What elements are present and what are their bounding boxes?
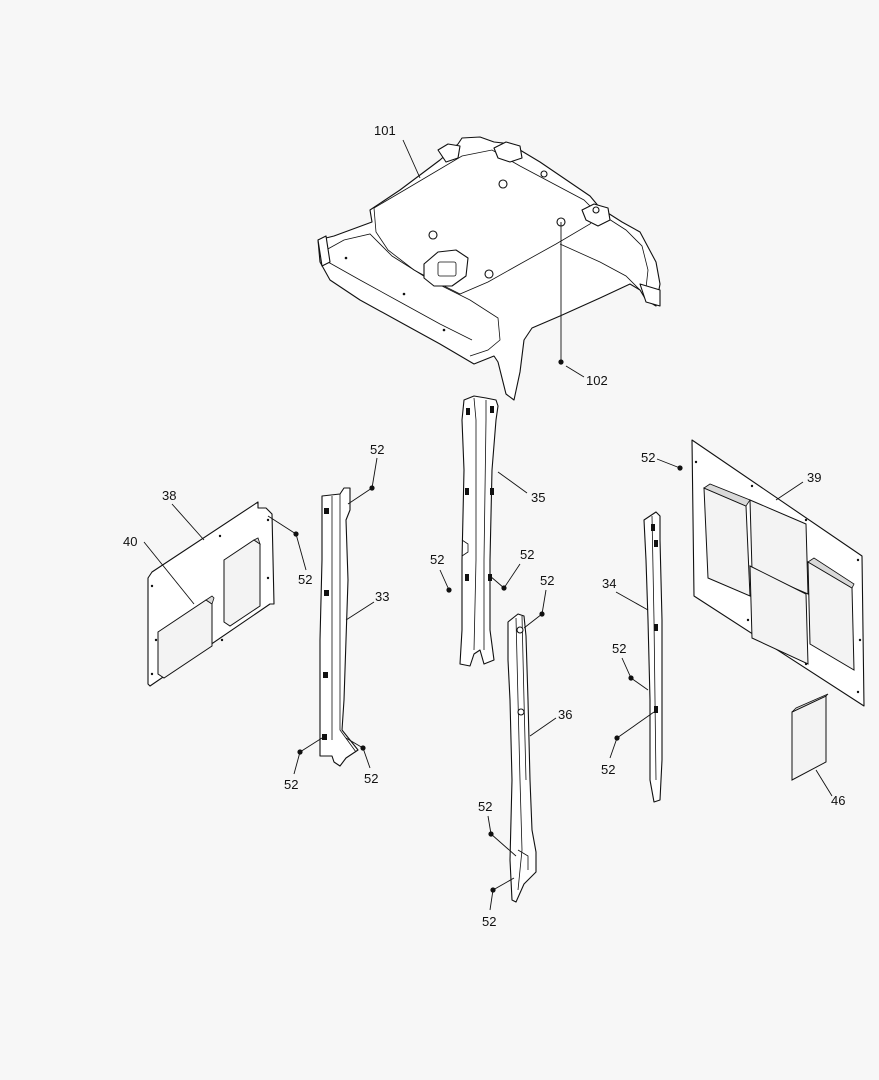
callout-33: 33	[375, 589, 389, 604]
callout-52-h: 52	[601, 762, 615, 777]
part-36-trim	[507, 613, 537, 903]
callout-52-c: 52	[430, 552, 444, 567]
callout-34: 34	[602, 576, 616, 591]
callout-39: 39	[807, 470, 821, 485]
leader-lines	[143, 139, 833, 911]
callout-35: 35	[531, 490, 545, 505]
part-33-trim	[319, 487, 359, 767]
callout-labels: 101 102 35 39 38 40 33 34 36 46 52 52 52…	[123, 123, 845, 929]
callout-52-l: 52	[482, 914, 496, 929]
callout-52-d: 52	[520, 547, 534, 562]
callout-38: 38	[162, 488, 176, 503]
part-46-pad	[791, 693, 829, 781]
part-40-pad	[157, 537, 261, 679]
callout-36: 36	[558, 707, 572, 722]
callout-52-e: 52	[540, 573, 554, 588]
callout-52-k: 52	[478, 799, 492, 814]
callout-40: 40	[123, 534, 137, 549]
part-34-trim	[643, 511, 663, 803]
part-39-panel	[691, 439, 865, 707]
part-35-center-pillar	[459, 395, 499, 667]
part-101-headliner	[317, 136, 661, 401]
callout-101: 101	[374, 123, 396, 138]
callout-52-a: 52	[370, 442, 384, 457]
callout-52-f: 52	[641, 450, 655, 465]
callout-52-b: 52	[298, 572, 312, 587]
callout-52-j: 52	[364, 771, 378, 786]
callout-46: 46	[831, 793, 845, 808]
callout-52-i: 52	[284, 777, 298, 792]
callout-102: 102	[586, 373, 608, 388]
callout-52-g: 52	[612, 641, 626, 656]
